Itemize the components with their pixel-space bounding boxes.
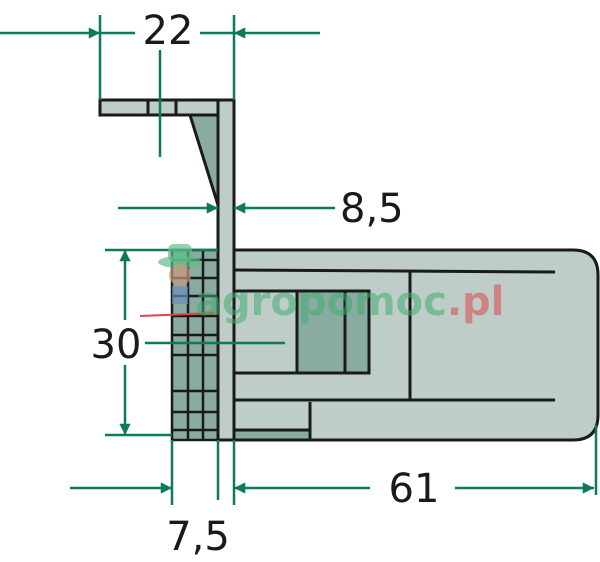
dimension-length: 61 xyxy=(389,466,440,512)
svg-text:agropomoc.pl: agropomoc.pl xyxy=(195,279,504,325)
dimension-wall-thickness: 8,5 xyxy=(340,186,404,232)
dimension-bottom-offset: 7,5 xyxy=(166,514,230,560)
dimension-top-width: 22 xyxy=(143,8,194,54)
housing xyxy=(232,248,600,442)
bracket xyxy=(98,98,236,442)
dimension-height: 30 xyxy=(91,322,142,368)
watermark-logo: agropomoc.pl xyxy=(139,244,504,325)
dimension-lines xyxy=(0,15,598,505)
